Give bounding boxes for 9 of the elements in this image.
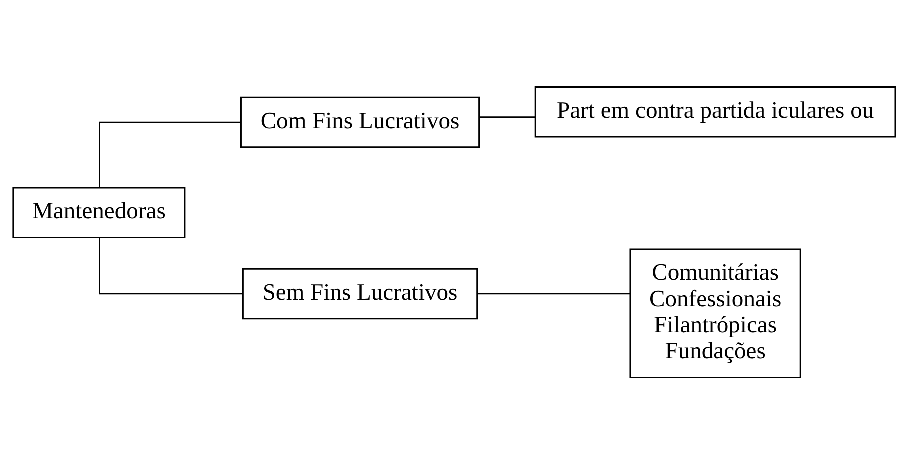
node-box: Com Fins Lucrativos	[240, 96, 480, 148]
connector	[480, 116, 536, 118]
connector	[99, 121, 242, 188]
connector	[478, 292, 630, 294]
connector	[99, 238, 244, 294]
node-box: Part em contra partida iculares ou	[534, 86, 896, 138]
node-box: Sem Fins Lucrativos	[242, 268, 478, 320]
node-box: Mantenedoras	[12, 186, 186, 238]
node-box: Comunitárias Confessionais Filantrópicas Fundações	[630, 248, 802, 378]
